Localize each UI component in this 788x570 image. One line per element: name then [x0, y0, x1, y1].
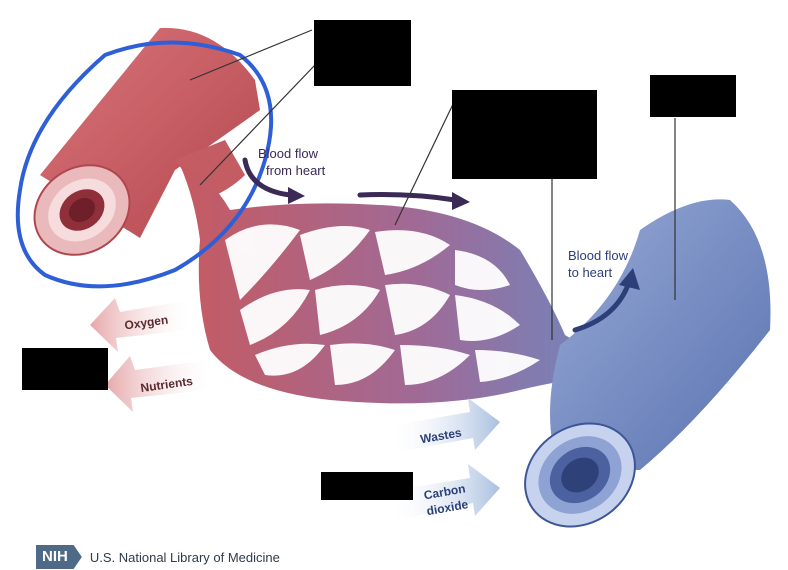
- highlight-circle: [15, 40, 274, 289]
- redacted-label-capillaries: [452, 90, 597, 179]
- redacted-label-bottom: [321, 472, 413, 500]
- label-flow-from-heart: Blood flow from heart: [258, 146, 326, 178]
- nih-logo: NIH: [36, 545, 82, 569]
- leader-lines: [189, 29, 676, 340]
- label-flow-to-heart-line-2: to heart: [568, 265, 612, 280]
- redacted-label-vein: [650, 75, 736, 117]
- footer-credit: NIH U.S. National Library of Medicine: [36, 545, 280, 569]
- label-flow-to-heart: Blood flow to heart: [568, 248, 632, 280]
- label-flow-to-heart-line-1: Blood flow: [568, 248, 629, 263]
- flow-arrows: [242, 157, 640, 333]
- label-oxygen: Oxygen: [124, 313, 170, 333]
- exchange-arrows: [90, 298, 500, 520]
- artery: [33, 27, 260, 256]
- redacted-label-left: [22, 348, 108, 390]
- label-flow-from-heart-line-2: from heart: [266, 163, 326, 178]
- vein: [524, 199, 771, 528]
- capillary-bed: [180, 165, 610, 404]
- redacted-label-artery: [314, 20, 411, 86]
- label-flow-from-heart-line-1: Blood flow: [258, 146, 319, 161]
- organization-name: U.S. National Library of Medicine: [89, 549, 280, 565]
